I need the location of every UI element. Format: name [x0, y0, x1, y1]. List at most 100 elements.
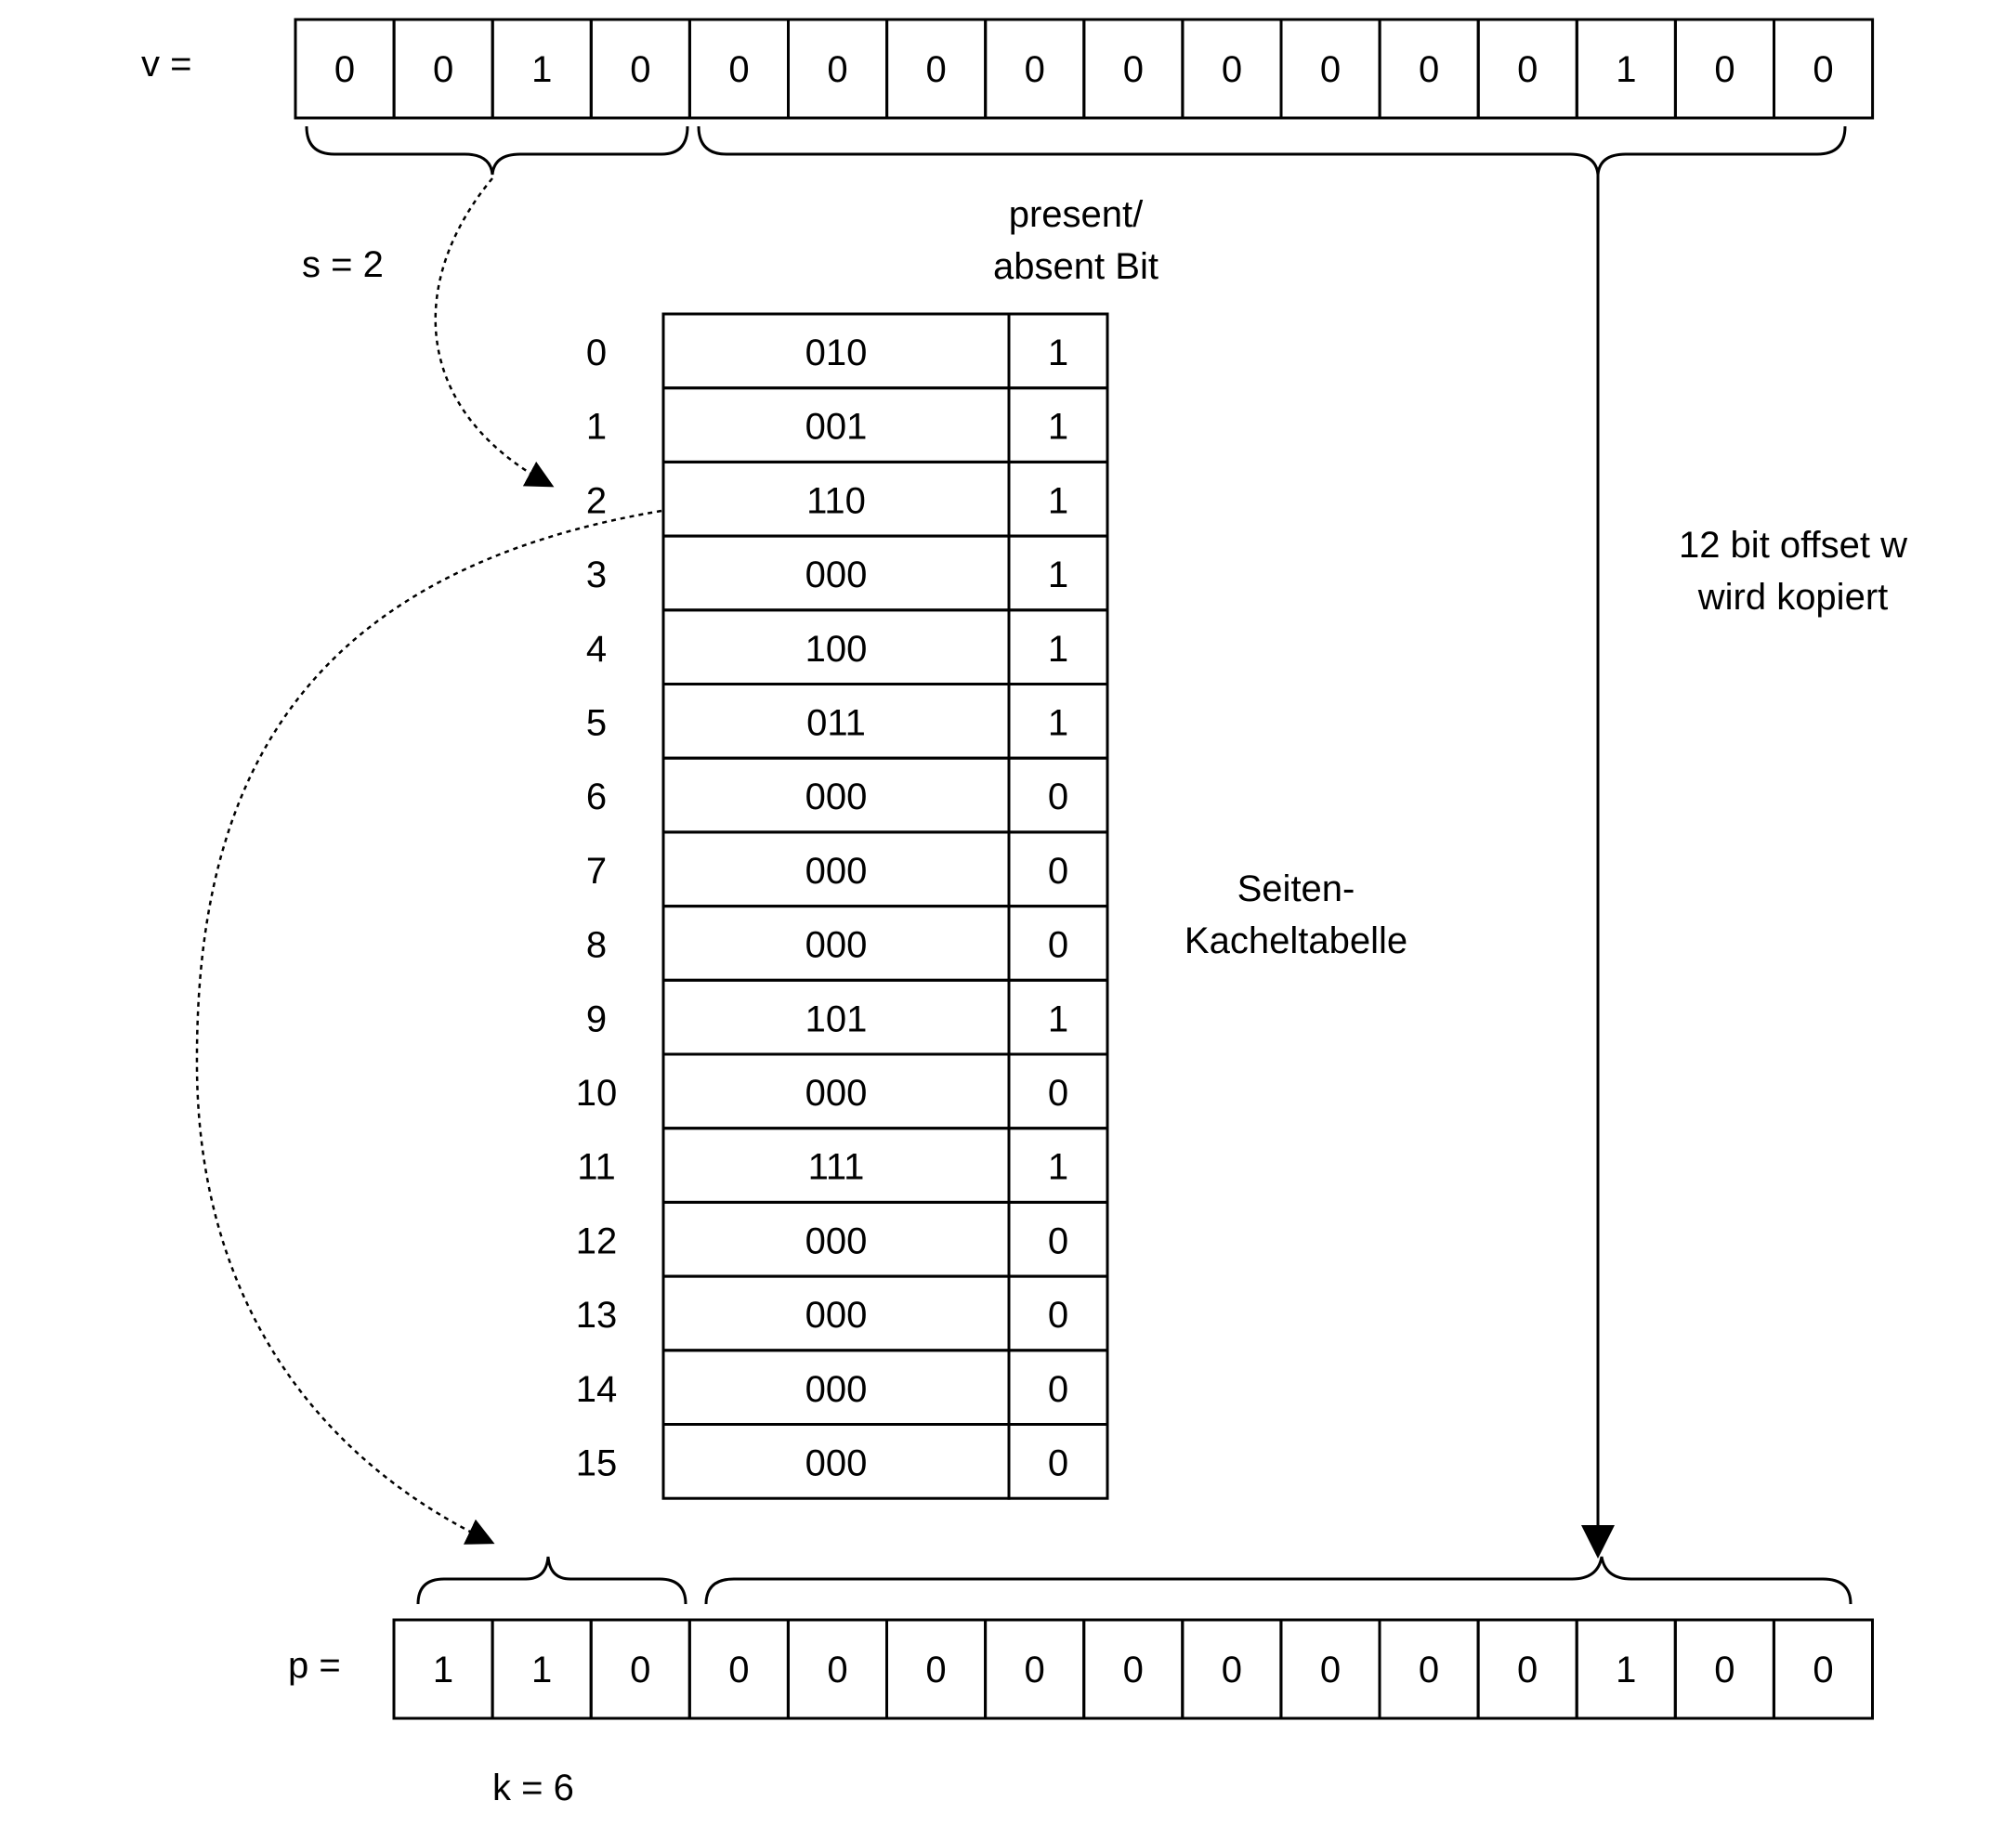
- table-present-bit: 1: [1048, 629, 1068, 670]
- table-frame-number: 000: [805, 1295, 868, 1336]
- physical-bit-value: 0: [1222, 1650, 1242, 1690]
- physical-bit-value: 0: [925, 1650, 946, 1690]
- table-label-line1: Seiten-: [1237, 868, 1355, 909]
- frame-transfer-arrow: [195, 509, 662, 1545]
- physical-bit-value: 1: [433, 1650, 453, 1690]
- physical-bit-value: 0: [1123, 1650, 1144, 1690]
- table-present-bit: 0: [1048, 1443, 1068, 1484]
- table-row-index: 13: [576, 1295, 618, 1336]
- table-row-index: 15: [576, 1443, 618, 1484]
- table-present-bit: 1: [1048, 998, 1068, 1039]
- table-present-bit: 0: [1048, 1295, 1068, 1336]
- table-frame-number: 110: [806, 480, 866, 521]
- frame-label: k = 6: [492, 1768, 574, 1808]
- virtual-bit-value: 0: [827, 49, 847, 90]
- table-present-bit: 1: [1048, 1147, 1068, 1188]
- physical-address-label: p =: [288, 1645, 341, 1686]
- table-present-bit: 1: [1048, 555, 1068, 595]
- table-frame-number: 101: [805, 998, 868, 1039]
- table-row-index: 11: [577, 1147, 616, 1188]
- table-frame-number: 001: [805, 407, 868, 448]
- virtual-bit-value: 0: [728, 49, 749, 90]
- physical-bit-value: 0: [1320, 1650, 1341, 1690]
- table-present-cell: [1007, 1423, 1109, 1500]
- virtual-bit-value: 0: [433, 49, 453, 90]
- table-row-index: 7: [586, 851, 607, 892]
- virtual-address-register: 0 0 1 0 0 0 0 0 0 0 0 0 0 1 0 0: [294, 18, 1875, 120]
- table-frame-number: 000: [805, 555, 868, 595]
- table-row-index: 4: [586, 629, 607, 670]
- virtual-page-brace: [305, 125, 689, 176]
- table-row-index: 9: [586, 998, 607, 1039]
- table-present-bit: 0: [1048, 925, 1068, 966]
- table-row-index: 0: [586, 333, 607, 373]
- table-frame-number: 000: [805, 1220, 868, 1261]
- virtual-bit-value: 0: [1813, 49, 1833, 90]
- physical-bit-value: 1: [1616, 1650, 1636, 1690]
- virtual-bit-value: 0: [1123, 49, 1144, 90]
- table-present-bit: 1: [1048, 407, 1068, 448]
- table-frame-number: 000: [805, 776, 868, 817]
- table-row-index: 3: [586, 555, 607, 595]
- table-present-bit: 0: [1048, 1369, 1068, 1410]
- table-row-index: 14: [576, 1369, 618, 1410]
- physical-bit-value: 0: [827, 1650, 847, 1690]
- virtual-bit-value: 0: [1517, 49, 1538, 90]
- physical-bit-value: 1: [531, 1650, 552, 1690]
- table-row-index: 8: [586, 925, 607, 966]
- virtual-bit-value: 0: [1025, 49, 1045, 90]
- present-bit-label-line2: absent Bit: [993, 246, 1159, 287]
- table-present-bit: 0: [1048, 851, 1068, 892]
- physical-offset-brace: [704, 1556, 1852, 1605]
- virtual-bit-value: 0: [334, 49, 355, 90]
- table-present-bit: 0: [1048, 776, 1068, 817]
- virtual-bit-value: 0: [1222, 49, 1242, 90]
- physical-bit-value: 0: [1025, 1650, 1045, 1690]
- table-row-index: 2: [586, 480, 607, 521]
- table-row-index: 1: [586, 407, 607, 448]
- physical-frame-brace: [416, 1556, 687, 1605]
- table-present-bit: 1: [1048, 703, 1068, 744]
- table-frame-number: 100: [805, 629, 868, 670]
- physical-bit-cell: [1772, 1618, 1875, 1720]
- table-frame-number: 000: [805, 1073, 868, 1114]
- table-frame-number: 000: [805, 925, 868, 966]
- physical-bit-value: 0: [1419, 1650, 1439, 1690]
- table-frame-number: 000: [805, 851, 868, 892]
- virtual-bit-value: 0: [926, 49, 947, 90]
- virtual-bit-value: 1: [531, 49, 552, 90]
- page-lookup-arrow: [434, 177, 555, 488]
- table-frame-number: 000: [805, 1443, 868, 1484]
- table-present-bit: 1: [1048, 480, 1068, 521]
- table-frame-number: 011: [806, 703, 866, 744]
- table-present-bit: 0: [1048, 1220, 1068, 1261]
- virtual-offset-brace: [697, 125, 1847, 176]
- table-row-index: 6: [586, 776, 607, 817]
- table-row-index: 12: [576, 1220, 618, 1261]
- physical-bit-value: 0: [1714, 1650, 1735, 1690]
- table-present-bit: 0: [1048, 1073, 1068, 1114]
- virtual-bit-value: 0: [1714, 49, 1735, 90]
- present-bit-label-line1: present/: [1009, 194, 1144, 235]
- offset-label-line2: wird kopiert: [1697, 577, 1889, 618]
- virtual-bit-value: 0: [1320, 49, 1341, 90]
- segment-label: s = 2: [302, 244, 384, 285]
- table-label-line2: Kacheltabelle: [1185, 920, 1407, 961]
- physical-bit-value: 0: [630, 1650, 650, 1690]
- table-row-index: 5: [586, 703, 607, 744]
- table-frame-number: 111: [808, 1147, 865, 1188]
- table-present-bit: 1: [1048, 333, 1068, 373]
- virtual-bit-value: 0: [1419, 49, 1439, 90]
- virtual-bit-value: 0: [630, 49, 650, 90]
- virtual-address-label: v =: [141, 44, 191, 85]
- physical-bit-value: 0: [1813, 1650, 1833, 1690]
- table-frame-number: 000: [805, 1369, 868, 1410]
- offset-label-line1: 12 bit offset w: [1679, 525, 1907, 566]
- virtual-bit-value: 1: [1616, 49, 1636, 90]
- table-frame-number: 010: [805, 333, 868, 373]
- physical-bit-value: 0: [1517, 1650, 1538, 1690]
- table-row-index: 10: [576, 1073, 618, 1114]
